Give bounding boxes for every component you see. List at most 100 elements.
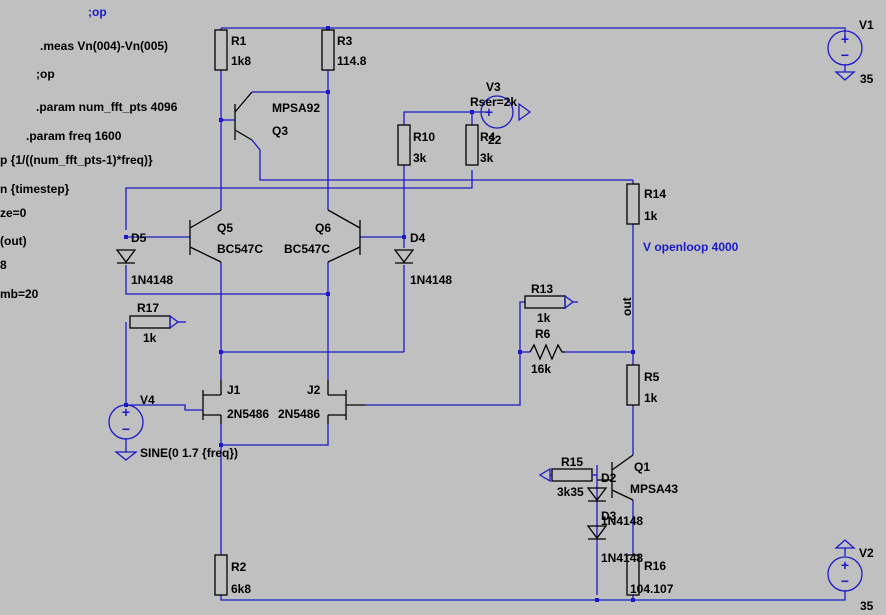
directive-op-1[interactable]: ;op bbox=[88, 5, 107, 19]
resistor-r3[interactable] bbox=[321, 29, 335, 71]
label-v3-name: V3 bbox=[486, 80, 501, 94]
directives: ;op .meas Vn(004)-Vn(005) ;op .param num… bbox=[0, 5, 178, 301]
minus-sign-icon: − bbox=[122, 421, 130, 437]
transistors bbox=[189, 91, 634, 501]
resistor-r16[interactable] bbox=[626, 554, 640, 596]
label-d2-value: 1N4148 bbox=[601, 514, 643, 528]
label-q3-name: Q3 bbox=[272, 124, 288, 138]
label-v4-value: SINE(0 1.7 {freq}) bbox=[140, 446, 238, 460]
junction-dot bbox=[595, 598, 599, 602]
junction-dot bbox=[326, 90, 330, 94]
label-r16-value: 104.107 bbox=[630, 582, 674, 596]
directive-param-fft[interactable]: .param num_fft_pts 4096 bbox=[36, 100, 178, 114]
directive-mb[interactable]: mb=20 bbox=[0, 287, 39, 301]
label-openloop[interactable]: V openloop 4000 bbox=[643, 240, 739, 254]
resistor-r5[interactable] bbox=[626, 364, 640, 406]
label-v2-name: V2 bbox=[859, 546, 874, 560]
junction-dot bbox=[219, 350, 223, 354]
wire bbox=[221, 424, 329, 446]
voltage-source-v1[interactable] bbox=[827, 30, 863, 66]
directive-param-freq[interactable]: .param freq 1600 bbox=[26, 129, 122, 143]
resistor-r1[interactable] bbox=[214, 29, 228, 71]
label-d5-name: D5 bbox=[131, 231, 147, 245]
resistor-r14[interactable] bbox=[626, 183, 640, 225]
directive-four[interactable]: (out) bbox=[0, 234, 27, 248]
label-j2-name: J2 bbox=[307, 383, 321, 397]
wire bbox=[251, 139, 633, 181]
label-v4-name: V4 bbox=[140, 393, 155, 407]
label-r14-value: 1k bbox=[644, 209, 658, 223]
label-r6-name: R6 bbox=[535, 327, 551, 341]
label-v3-rser: Rser=2k bbox=[470, 95, 517, 109]
minus-sign-icon: − bbox=[841, 573, 849, 589]
resistor-r13[interactable] bbox=[524, 295, 566, 309]
minus-sign-icon: − bbox=[841, 47, 849, 63]
voltage-source-v4[interactable] bbox=[108, 404, 144, 440]
label-q5-name: Q5 bbox=[217, 221, 233, 235]
label-q3-value: MPSA92 bbox=[272, 101, 320, 115]
junction-dot bbox=[631, 350, 635, 354]
directive-tran[interactable]: n {timestep} bbox=[0, 182, 70, 196]
label-r3-name: R3 bbox=[337, 34, 353, 48]
label-r2-value: 6k8 bbox=[231, 582, 251, 596]
wire bbox=[365, 352, 521, 406]
label-out[interactable]: out bbox=[620, 297, 634, 316]
junction-dot bbox=[219, 118, 223, 122]
wire bbox=[403, 111, 488, 125]
resistor-r6[interactable] bbox=[529, 343, 565, 361]
ground-arrow-icon bbox=[538, 467, 551, 483]
ground-arrow-icon bbox=[169, 314, 180, 330]
label-r3-value: 114.8 bbox=[337, 54, 367, 68]
label-r4-value: 3k bbox=[480, 151, 494, 165]
ground-symbols bbox=[114, 64, 856, 556]
label-j1-name: J1 bbox=[227, 383, 241, 397]
directive-op-2[interactable]: ;op bbox=[36, 67, 55, 81]
source-glyphs: + − + − + − + bbox=[122, 31, 849, 589]
diodes bbox=[115, 249, 608, 540]
directive-timestep[interactable]: p {1/((num_fft_pts-1)*freq)} bbox=[0, 153, 153, 167]
label-r6-value: 16k bbox=[531, 362, 551, 376]
label-r17-name: R17 bbox=[137, 301, 159, 315]
directive-size[interactable]: ze=0 bbox=[0, 206, 27, 220]
resistor-r10[interactable] bbox=[397, 124, 411, 166]
voltage-source-v3[interactable] bbox=[480, 95, 514, 129]
label-d4-name: D4 bbox=[410, 231, 426, 245]
label-q5-value: BC547C bbox=[217, 242, 263, 256]
label-q1-name: Q1 bbox=[634, 460, 650, 474]
label-d3-name: D3 bbox=[601, 509, 617, 523]
label-r1-name: R1 bbox=[231, 34, 247, 48]
resistor-r2[interactable] bbox=[214, 554, 228, 596]
resistor-r4[interactable] bbox=[465, 124, 479, 166]
wire bbox=[126, 404, 203, 411]
junction-dot bbox=[326, 292, 330, 296]
plus-sign-icon: + bbox=[122, 404, 130, 420]
label-v1-name: V1 bbox=[859, 18, 874, 32]
ground-triangle-icon bbox=[114, 451, 138, 461]
diode-d5[interactable] bbox=[115, 249, 137, 264]
directive-meas[interactable]: .meas Vn(004)-Vn(005) bbox=[40, 39, 168, 53]
diode-d2[interactable] bbox=[586, 487, 608, 502]
plus-sign-icon: + bbox=[841, 557, 849, 573]
label-r13-name: R13 bbox=[531, 282, 553, 296]
label-j2-value: 2N5486 bbox=[278, 407, 320, 421]
voltage-source-v2[interactable] bbox=[827, 556, 863, 592]
label-r1-value: 1k8 bbox=[231, 54, 251, 68]
sources bbox=[108, 30, 863, 592]
wire bbox=[125, 265, 328, 295]
diode-d4[interactable] bbox=[393, 249, 415, 264]
resistor-r15[interactable] bbox=[551, 468, 593, 482]
diode-d3[interactable] bbox=[586, 525, 608, 540]
directive-eight[interactable]: 8 bbox=[0, 258, 7, 272]
label-r13-value: 1k bbox=[537, 311, 551, 325]
component-labels: R1 1k8 R3 114.8 MPSA92 Q3 V3 Rser=2k 22 … bbox=[131, 18, 874, 613]
label-d2-name: D2 bbox=[601, 471, 617, 485]
junction-dot bbox=[219, 443, 223, 447]
wire bbox=[125, 170, 473, 230]
resistor-r17[interactable] bbox=[129, 315, 171, 329]
junction-dot bbox=[124, 235, 128, 239]
label-r16-name: R16 bbox=[644, 559, 666, 573]
junction-dot bbox=[518, 350, 522, 354]
junction-dot bbox=[402, 235, 406, 239]
label-q6-name: Q6 bbox=[315, 221, 331, 235]
label-r10-value: 3k bbox=[413, 151, 427, 165]
